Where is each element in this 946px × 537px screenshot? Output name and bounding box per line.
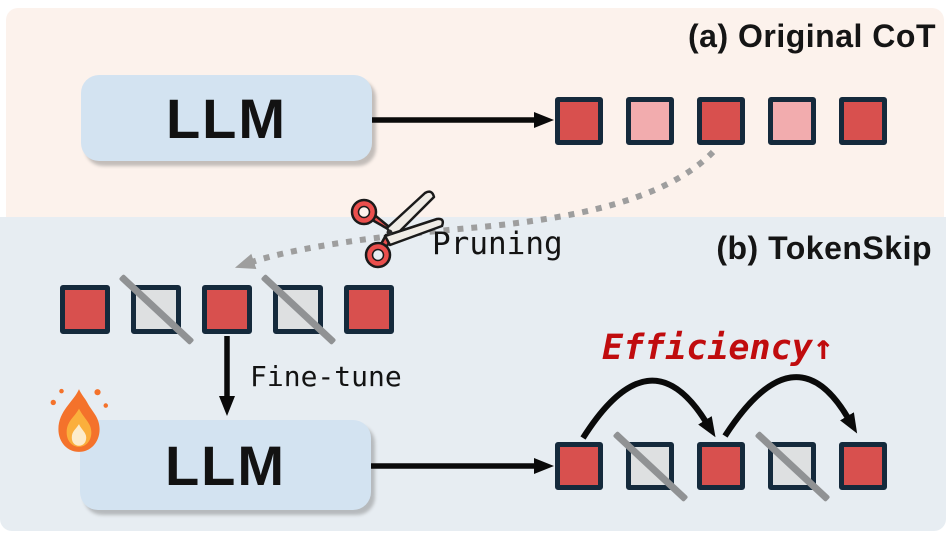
token-row-pruned-cot <box>60 273 394 346</box>
token-red <box>60 285 110 334</box>
token-red <box>697 97 745 145</box>
panel-original-cot-caption: (a) Original CoT <box>688 18 936 54</box>
llm-box-original: LLM <box>81 75 372 161</box>
efficiency-label: Efficiency↑ <box>602 328 834 368</box>
token-red <box>344 285 394 334</box>
token-red <box>555 442 603 490</box>
finetune-label: Fine-tune <box>250 360 402 393</box>
token-row-original-cot <box>555 97 887 145</box>
token-red <box>697 442 745 490</box>
llm-label: LLM <box>164 433 287 497</box>
token-skipped <box>612 430 688 502</box>
token-skipped <box>260 273 336 346</box>
llm-box-finetuned: LLM <box>80 420 371 510</box>
token-row-tokenskip-output <box>555 430 887 502</box>
fire-icon <box>50 388 109 452</box>
token-red <box>555 97 603 145</box>
token-red <box>202 285 252 334</box>
token-red <box>839 97 887 145</box>
pruning-label: Pruning <box>432 226 563 262</box>
token-red <box>839 442 887 490</box>
token-pink <box>768 97 816 145</box>
token-skipped <box>754 430 830 502</box>
scissors-icon <box>350 190 445 269</box>
panel-tokenskip-caption: (b) TokenSkip <box>716 230 932 266</box>
token-pink <box>626 97 674 145</box>
token-skipped <box>118 273 194 346</box>
llm-label: LLM <box>165 86 288 150</box>
